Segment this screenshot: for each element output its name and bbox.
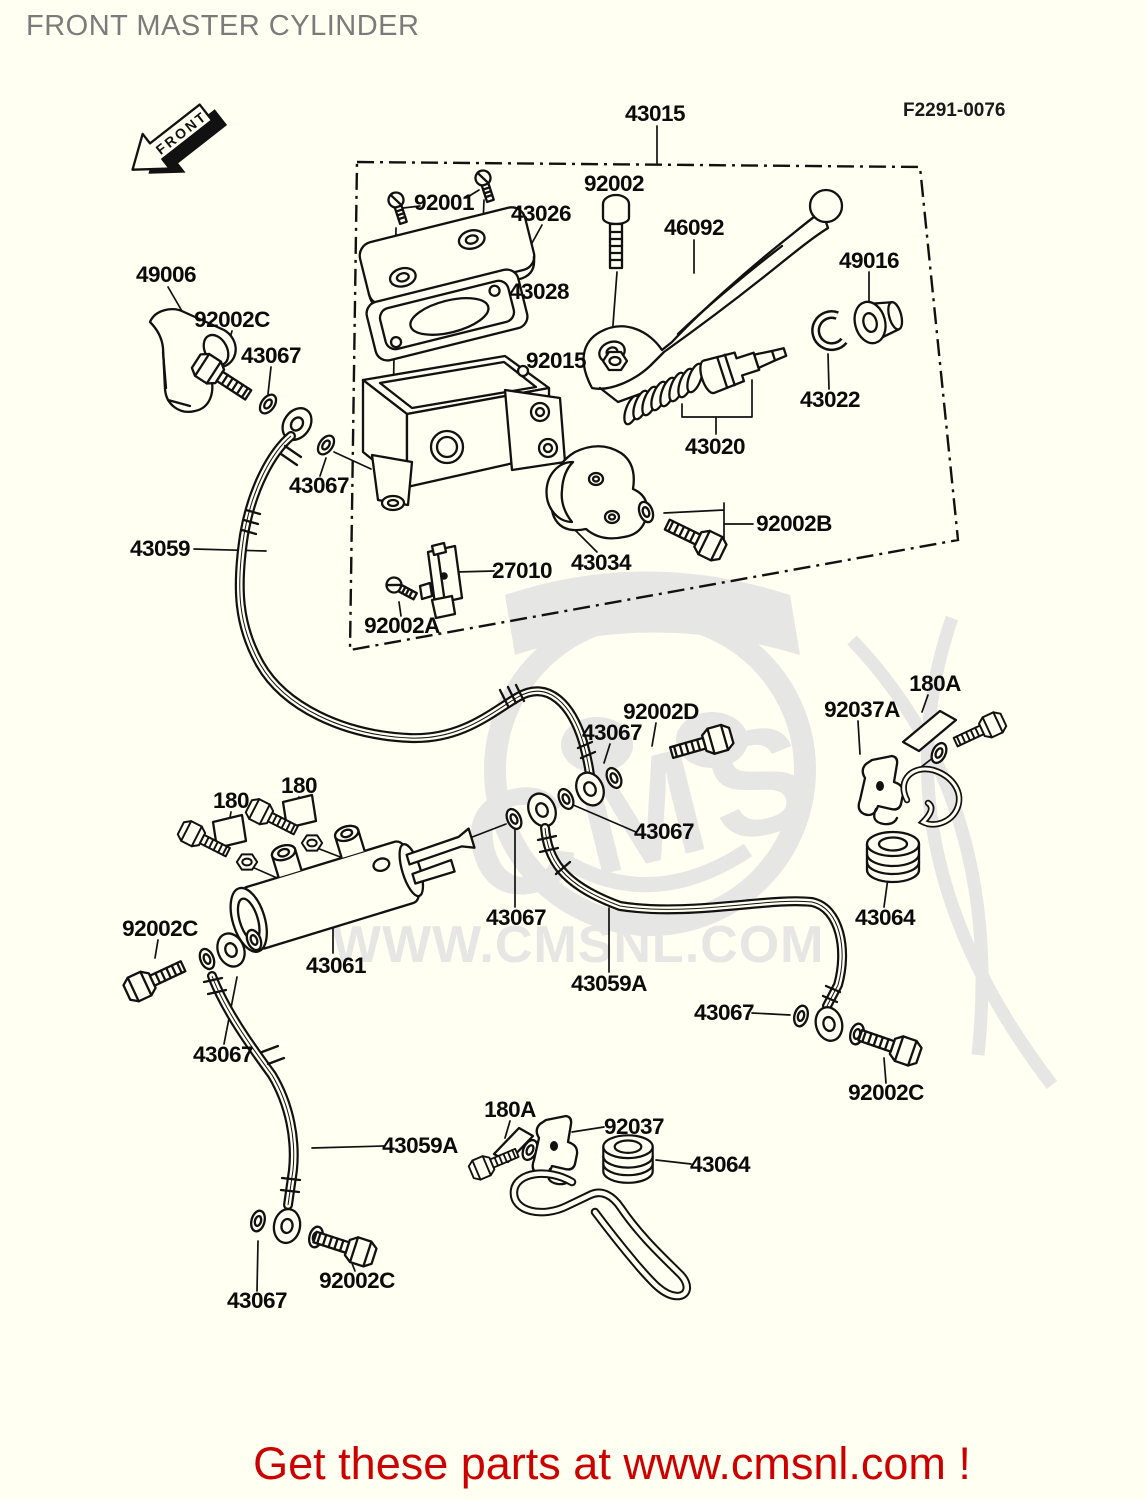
part-label-43064-26: 43064 (854, 905, 916, 930)
part-label-49016-5: 49016 (838, 248, 900, 273)
page-title: FRONT MASTER CYLINDER (26, 10, 420, 42)
part-label-92002c-33: 92002C (848, 1080, 924, 1105)
part-label-43026-2: 43026 (510, 201, 572, 226)
bolt-180a-bottom (466, 1142, 522, 1183)
switch-screw-92002a (382, 573, 420, 605)
part-label-92002c-7: 92002C (194, 307, 270, 332)
part-label-43067-8: 43067 (240, 343, 302, 368)
part-label-43020-12: 43020 (684, 434, 746, 459)
brake-switch-27010 (418, 541, 464, 620)
part-label-43067-29: 43067 (485, 905, 547, 930)
diagram-code: F2291-0076 (903, 100, 1006, 121)
part-label-43059a-37: 43059A (382, 1133, 458, 1158)
part-label-43034-15: 43034 (570, 550, 632, 575)
pivot-bolt-92002 (601, 193, 631, 270)
part-label-92002a-18: 92002A (364, 613, 440, 638)
brake-hose-43059a-middle (536, 828, 842, 1006)
washer-43067-7 (790, 1003, 812, 1029)
part-label-43059-16: 43059 (129, 536, 191, 561)
part-label-43022-11: 43022 (799, 387, 861, 412)
front-arrow: FRONT (131, 103, 228, 174)
washer-43067-2 (313, 431, 339, 459)
part-label-43067-13: 43067 (288, 473, 350, 498)
assembly-boundary-box (348, 160, 960, 652)
piston-spring-43020 (623, 347, 788, 426)
lever-bushing-49016 (853, 300, 904, 345)
tag-180-a (211, 813, 248, 850)
banjo-bolt-92002c-left (120, 953, 190, 1006)
part-label-46092-4: 46092 (663, 215, 725, 240)
part-label-43015-0: 43015 (624, 101, 686, 126)
bolt-180a-right (949, 708, 1010, 754)
part-label-92015-10: 92015 (525, 348, 587, 373)
footer-link[interactable]: Get these parts at www.cmsnl.com ! (253, 1438, 971, 1489)
part-label-180-24: 180 (280, 773, 318, 798)
junction-43061 (229, 824, 476, 953)
circlip-43022 (811, 310, 848, 352)
hose-end-eye-right (810, 1003, 848, 1045)
watermark-url: WWW.CMSNL.COM (332, 916, 824, 974)
part-label-43059a-30: 43059A (571, 971, 647, 996)
master-cylinder-body (361, 354, 567, 512)
part-label-180-23: 180 (212, 788, 250, 813)
part-label-92002d-19: 92002D (623, 699, 699, 724)
part-label-92002c-38: 92002C (319, 1268, 395, 1293)
lever-nut-92015 (601, 350, 629, 372)
part-label-92037a-22: 92037A (824, 697, 900, 722)
cylinder-clamp-43034 (545, 445, 649, 540)
part-label-49006-6: 49006 (135, 262, 197, 287)
part-label-92002b-14: 92002B (756, 511, 832, 536)
clamp-92037a (857, 754, 905, 826)
diaphragm-43028 (365, 268, 529, 362)
clamp-bolt-92002b (660, 511, 730, 565)
part-label-43028-9: 43028 (508, 279, 570, 304)
part-label-43064-36: 43064 (689, 1152, 751, 1177)
part-label-92037-35: 92037 (603, 1114, 665, 1139)
wire-loop-bottom (514, 1174, 687, 1296)
part-label-92002c-27: 92002C (122, 916, 198, 941)
grommet-43064-bottom (602, 1134, 654, 1184)
part-label-180a-21: 180A (909, 671, 961, 696)
tag-180a-right (901, 709, 958, 753)
part-label-92002-3: 92002 (583, 171, 645, 196)
part-label-27010-17: 27010 (491, 558, 553, 583)
part-label-180a-34: 180A (484, 1097, 536, 1122)
hose-end-eye-left (270, 1205, 304, 1247)
washer-43067-8 (247, 1208, 269, 1234)
banjo-bolt-92002c-br (854, 1021, 925, 1069)
nut-180-a (235, 853, 259, 871)
brake-hose-43059 (240, 436, 597, 784)
cap-screw-92001-b (472, 167, 499, 205)
part-label-43061-28: 43061 (305, 953, 367, 978)
washer-43067-6 (195, 945, 219, 973)
grommet-43064-right (865, 830, 921, 884)
part-label-43067-25: 43067 (633, 819, 695, 844)
part-label-43067-39: 43067 (226, 1288, 288, 1313)
part-label-92001-1: 92001 (413, 190, 475, 215)
washer-43067-1 (255, 390, 281, 418)
part-label-43067-20: 43067 (581, 720, 643, 745)
part-label-43067-31: 43067 (192, 1042, 254, 1067)
part-label-43067-32: 43067 (693, 1000, 755, 1025)
reservoir-cap (358, 206, 536, 313)
brake-hose-43059a-left (202, 976, 302, 1205)
nut-180-b (300, 834, 324, 852)
